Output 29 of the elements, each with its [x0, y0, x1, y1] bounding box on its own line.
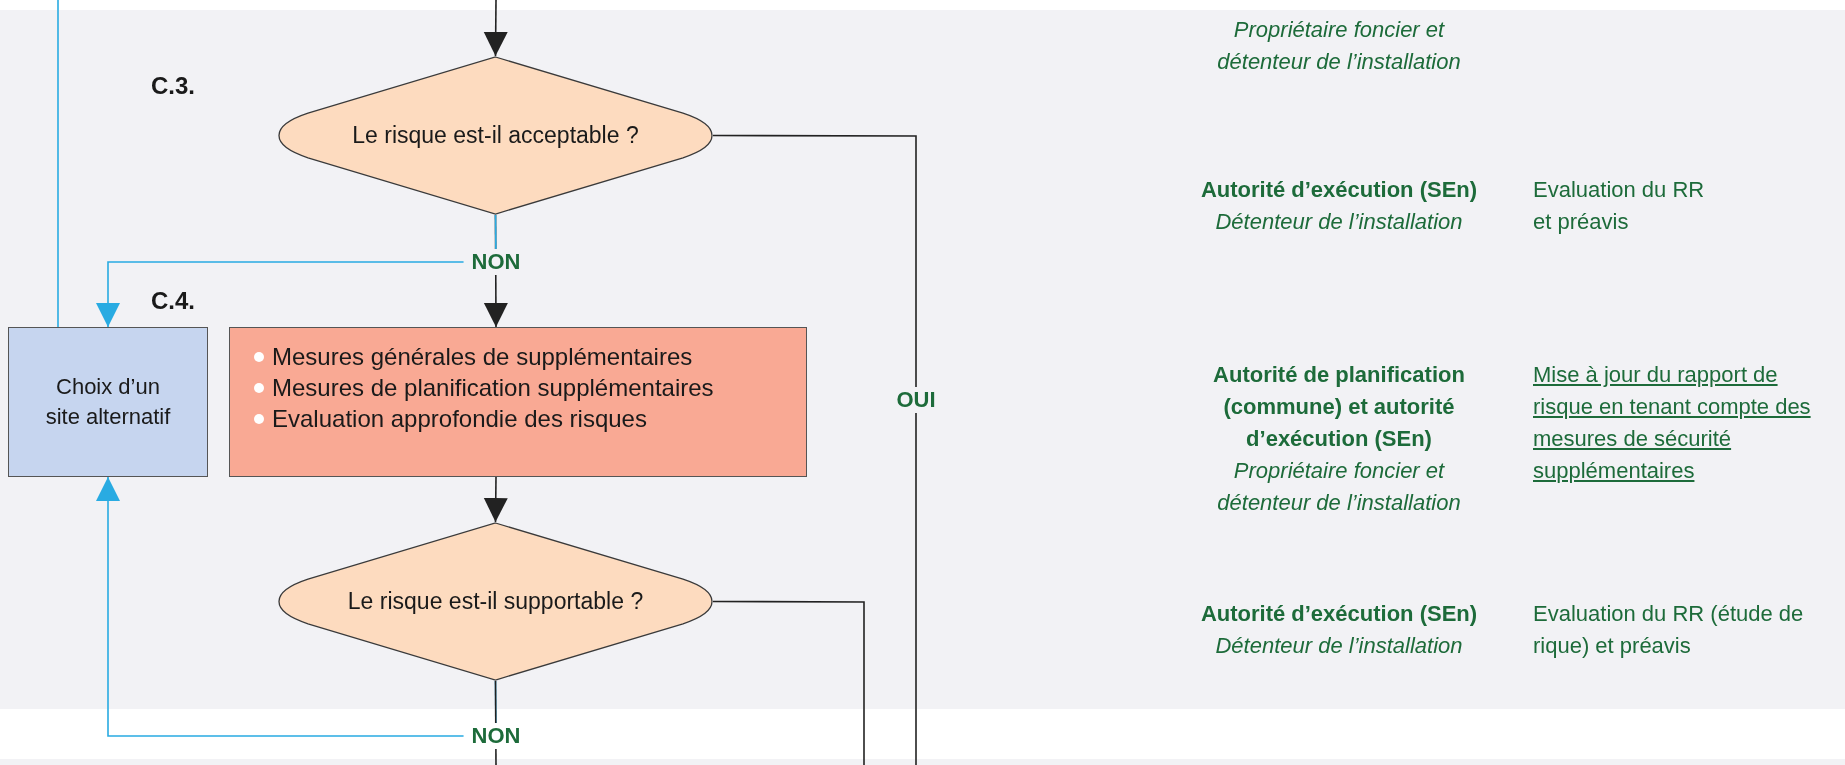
decision-diamond: [278, 522, 713, 681]
decision-text: Le risque est-il acceptable ?: [352, 121, 639, 151]
role-text: Détenteur de l’installation: [1214, 632, 1464, 660]
process-box: [8, 327, 208, 477]
step-number: C.3.: [151, 71, 196, 101]
list-item: Mesures générales de supplémentaires: [272, 342, 693, 372]
measures-box: [229, 327, 807, 477]
decision-diamond: [278, 56, 713, 215]
authority-text: Autorité d’exécution (SEn): [1199, 600, 1479, 628]
decision-text: Le risque est-il supportable ?: [347, 587, 644, 617]
authority-text: Autorité d’exécution (SEn): [1199, 176, 1479, 204]
arrow: [483, 0, 508, 57]
step-number: C.4.: [151, 286, 196, 316]
authority-text: Autorité de planification (commune) et autorité d’exécution (SEn): [1212, 361, 1466, 453]
role-text: Propriétaire foncier et détenteur de l’installation: [1216, 457, 1462, 517]
arrow: [96, 214, 497, 328]
task-text: Evaluation du RR (étude de rique) et préavis: [1533, 600, 1805, 660]
connector-line: [57, 0, 59, 328]
role-text: Propriétaire foncier et détenteur de l’installation: [1216, 16, 1462, 76]
connector-line: [712, 134, 917, 765]
task-link: Mise à jour du rapport de risque en tenant compte des mesures de sécurité supplémentaires: [1533, 361, 1812, 485]
list-item: Evaluation approfondie des risques: [272, 404, 647, 434]
role-text: Détenteur de l’installation: [1214, 208, 1464, 236]
list-item: Mesures de planification supplémentaires: [272, 373, 714, 403]
task-text: Evaluation du RR et préavis: [1533, 176, 1706, 236]
connector-line: [712, 600, 865, 765]
process-text: Choix d’un site alternatif: [44, 373, 172, 431]
arrow: [483, 476, 508, 523]
arrow: [96, 476, 497, 737]
